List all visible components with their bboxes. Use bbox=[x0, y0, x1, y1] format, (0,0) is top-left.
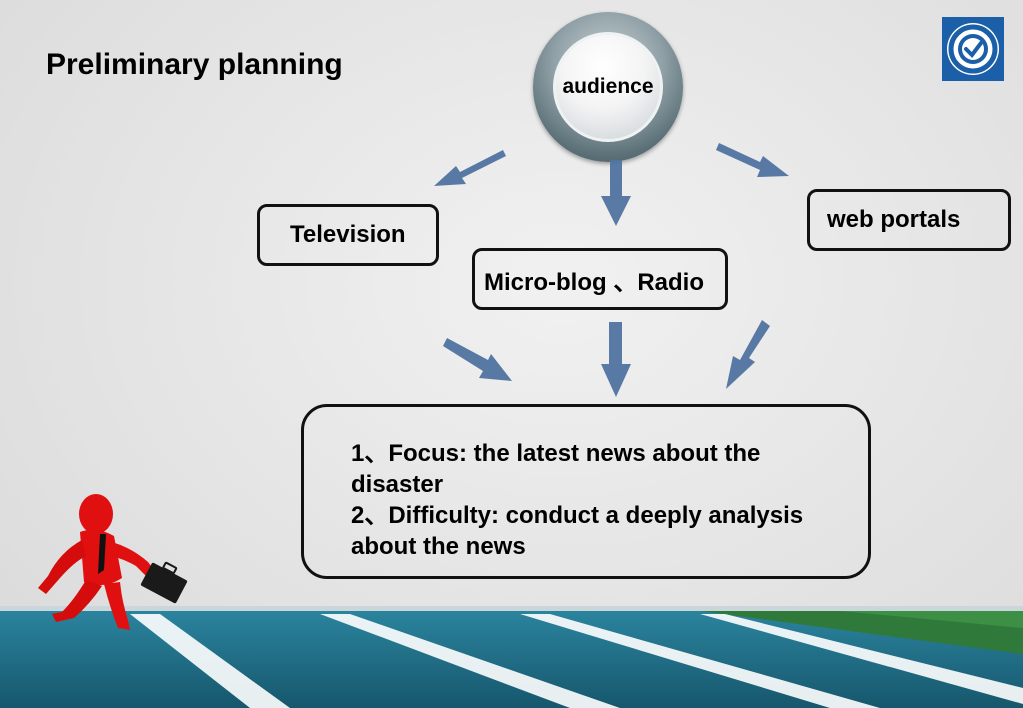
audience-node: audience bbox=[533, 12, 683, 162]
microblog-radio-box: Micro-blog 、Radio bbox=[472, 248, 728, 310]
difficulty-text: 2、Difficulty: conduct a deeply analysis … bbox=[351, 502, 804, 560]
arrow-to-microblog bbox=[601, 160, 631, 226]
television-box: Television bbox=[257, 204, 439, 266]
school-logo-icon bbox=[942, 17, 1004, 81]
runner-figure bbox=[38, 494, 188, 630]
arrow-to-television bbox=[434, 150, 506, 186]
web-portals-box: web portals bbox=[807, 189, 1011, 251]
focus-text: 1、Focus: the latest news about the disas… bbox=[351, 440, 761, 498]
arrow-tv-to-summary bbox=[443, 338, 512, 381]
arrow-web-to-summary bbox=[726, 320, 770, 389]
arrow-to-web-portals bbox=[716, 143, 789, 177]
summary-box: 1、Focus: the latest news about the disas… bbox=[301, 404, 871, 579]
arrow-microblog-to-summary bbox=[601, 322, 631, 397]
running-track bbox=[0, 606, 1023, 708]
briefcase-icon bbox=[140, 561, 188, 604]
audience-label: audience bbox=[553, 32, 663, 142]
page-title: Preliminary planning bbox=[46, 48, 343, 81]
